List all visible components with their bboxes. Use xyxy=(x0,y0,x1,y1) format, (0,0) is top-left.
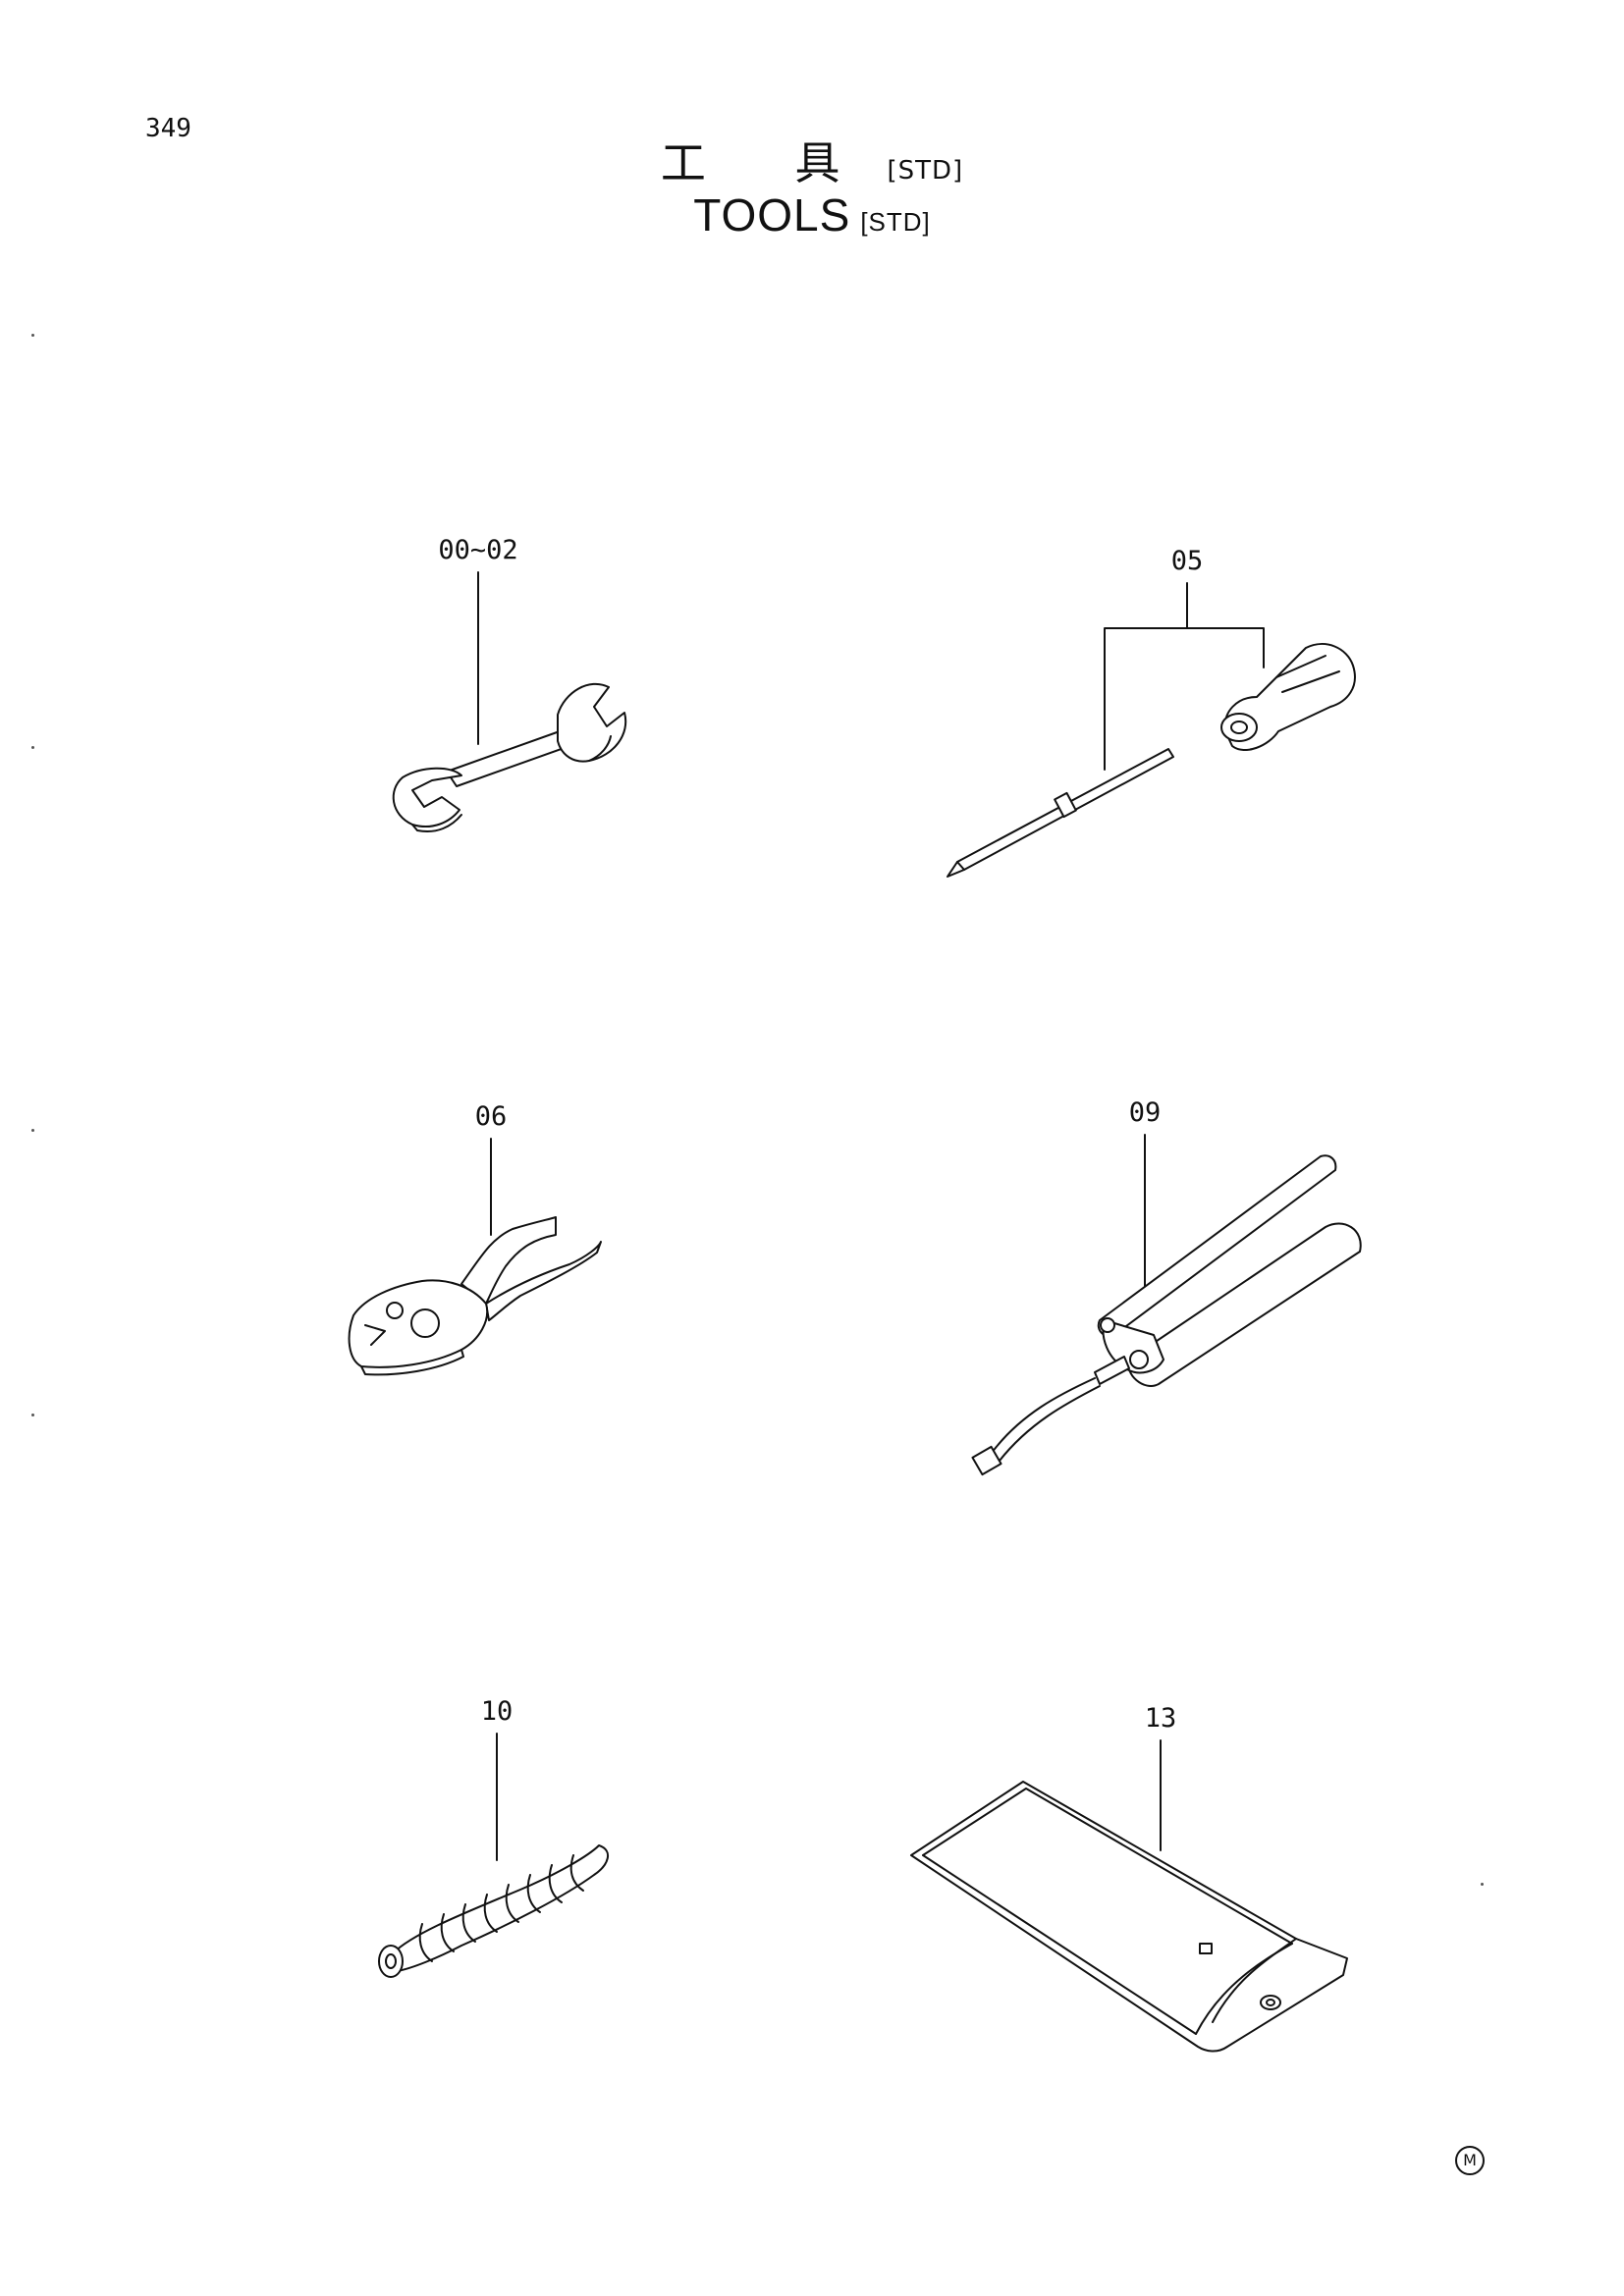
page-title: 工 具 [STD] TOOLS [STD] xyxy=(0,137,1624,241)
scan-speck xyxy=(31,334,34,337)
title-english: TOOLS [STD] xyxy=(0,189,1624,241)
scan-speck xyxy=(31,1414,34,1416)
page-number: 349 xyxy=(145,114,191,143)
screwdriver-icon xyxy=(947,582,1356,878)
grease-gun-icon xyxy=(971,1134,1362,1476)
title-en-text: TOOLS xyxy=(693,188,851,240)
callout-tool-bag: 13 xyxy=(1144,1703,1177,1734)
pliers-icon xyxy=(348,1138,602,1376)
nozzle-icon xyxy=(378,1733,609,1978)
callout-pliers: 06 xyxy=(474,1101,508,1132)
manufacturer-mark: M xyxy=(1455,2146,1485,2175)
tool-bag-icon xyxy=(910,1739,1348,2053)
title-jp-tag: [STD] xyxy=(887,156,964,186)
scan-speck xyxy=(31,746,34,749)
wrench-icon xyxy=(392,571,627,832)
callout-screwdriver: 05 xyxy=(1170,546,1204,576)
title-jp-text: 工 具 xyxy=(660,136,878,189)
callout-wrench: 00~02 xyxy=(438,535,518,565)
title-en-tag: [STD] xyxy=(860,206,931,237)
callout-nozzle: 10 xyxy=(480,1696,514,1727)
scan-speck xyxy=(31,1129,34,1132)
scan-speck xyxy=(1481,1883,1484,1886)
title-japanese: 工 具 [STD] xyxy=(0,137,1624,189)
callout-grease-gun: 09 xyxy=(1128,1097,1162,1128)
